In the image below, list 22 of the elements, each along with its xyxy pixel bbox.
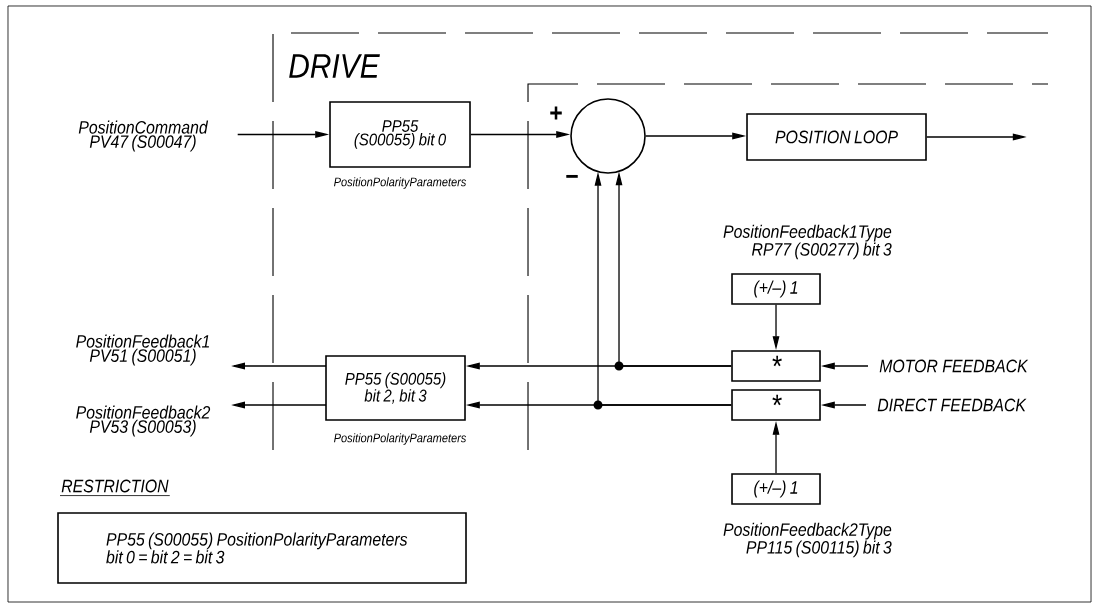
signal-label: PositionFeedback2 PV53 (S00053) xyxy=(76,405,211,437)
block-box: PP55 (S00055) PositionPolarityParameters bit 0 = bit 2 = bit 3 xyxy=(57,512,467,584)
signal-label: PositionCommand PV47 (S00047) xyxy=(78,120,209,152)
block-box: PP55 (S00055) bit 2, bit 3 xyxy=(325,355,466,421)
sign-label: + xyxy=(550,106,562,120)
block-box: POSITION LOOP xyxy=(746,113,927,161)
parameter-label: PositionFeedback1Type RP77 (S00277) bit 3 xyxy=(723,224,892,260)
parameter-caption: PositionPolarityParameters xyxy=(334,433,467,445)
sign-label: − xyxy=(566,174,578,178)
block-box: * xyxy=(731,389,821,421)
parameter-caption: PositionPolarityParameters xyxy=(334,177,467,189)
signal-label: DIRECT FEEDBACK xyxy=(877,398,1027,412)
region-title: DRIVE xyxy=(289,54,380,78)
signal-label: PositionFeedback1 PV51 (S00051) xyxy=(76,334,209,366)
parameter-label: PositionFeedback2Type PP115 (S00115) bit 3 xyxy=(723,522,892,558)
block-box: (+/–) 1 xyxy=(731,273,821,305)
section-heading: RESTRICTION xyxy=(59,479,171,496)
signal-label: MOTOR FEEDBACK xyxy=(879,359,1029,373)
block-box: PP55 (S00055) bit 0 xyxy=(329,101,471,168)
block-box: * xyxy=(731,350,821,382)
block-box: (+/–) 1 xyxy=(731,473,821,505)
dashed-boundary xyxy=(527,83,1049,451)
